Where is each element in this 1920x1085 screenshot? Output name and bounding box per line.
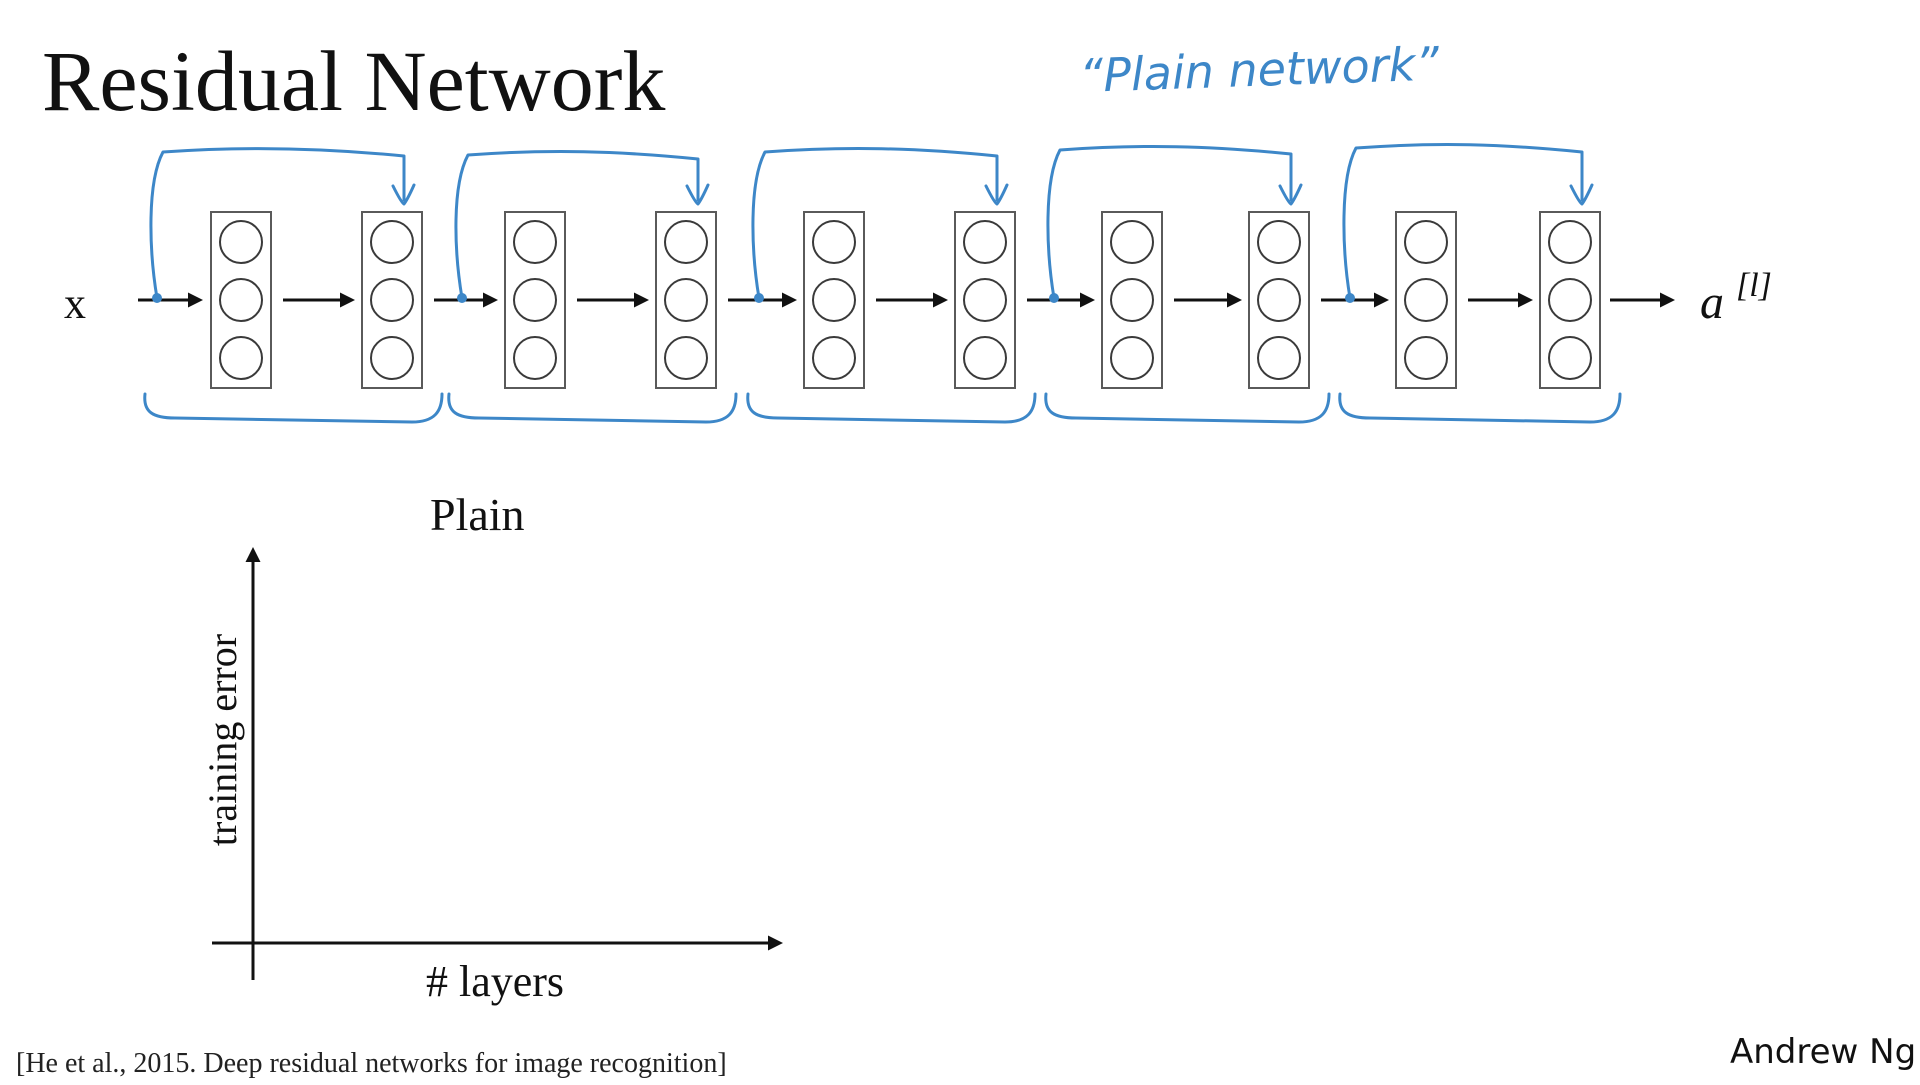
skip-connection-group — [149, 143, 1594, 303]
plot-title: Plain — [430, 489, 525, 540]
layer-2 — [361, 211, 423, 389]
neuron-node — [1110, 278, 1154, 322]
residual-block-brace — [447, 392, 738, 424]
skip-connection — [149, 147, 406, 300]
layer-3 — [504, 211, 566, 389]
output-label: a [l] — [1700, 267, 1772, 329]
skip-arrowhead — [1569, 183, 1594, 206]
neuron-node — [1110, 220, 1154, 264]
skip-origin-dot — [152, 293, 162, 303]
neuron-node — [1257, 336, 1301, 380]
layer-1 — [210, 211, 272, 389]
neuron-node — [664, 336, 708, 380]
output-label-base: a — [1700, 276, 1724, 329]
neuron-node — [370, 278, 414, 322]
neuron-node — [1110, 336, 1154, 380]
neuron-node — [664, 220, 708, 264]
skip-connection — [751, 147, 999, 300]
handwritten-annotation: “Plain network” — [1078, 36, 1441, 103]
layer-5 — [803, 211, 865, 389]
residual-block-brace — [1044, 392, 1331, 424]
neuron-node — [963, 336, 1007, 380]
skip-arrowhead — [984, 183, 1009, 206]
neuron-node — [219, 336, 263, 380]
layer-6 — [954, 211, 1016, 389]
layer-group — [210, 211, 1601, 389]
residual-block-brace — [143, 392, 444, 424]
skip-connection — [1046, 145, 1293, 300]
citation: [He et al., 2015. Deep residual networks… — [16, 1048, 727, 1079]
neuron-node — [1257, 220, 1301, 264]
neuron-node — [219, 278, 263, 322]
skip-arrowhead — [685, 183, 710, 206]
residual-block-brace — [1338, 392, 1622, 424]
neuron-node — [664, 278, 708, 322]
neuron-node — [370, 336, 414, 380]
skip-origin-dot — [754, 293, 764, 303]
neuron-node — [963, 220, 1007, 264]
skip-connection — [1342, 143, 1584, 300]
skip-origin-dot — [457, 293, 467, 303]
y-axis-label: training error — [200, 634, 245, 846]
neuron-node — [1548, 278, 1592, 322]
neuron-node — [513, 278, 557, 322]
neuron-node — [513, 220, 557, 264]
neuron-node — [1404, 336, 1448, 380]
neuron-node — [812, 336, 856, 380]
layer-8 — [1248, 211, 1310, 389]
slide-title: Residual Network — [42, 33, 665, 129]
neuron-node — [370, 220, 414, 264]
layer-4 — [655, 211, 717, 389]
input-label: x — [64, 279, 86, 328]
training-error-plot: Plain training error # layers — [200, 489, 783, 1006]
neuron-node — [1548, 220, 1592, 264]
block-brace-group — [143, 392, 1622, 424]
layer-7 — [1101, 211, 1163, 389]
output-label-superscript: [l] — [1736, 267, 1772, 304]
author-name: Andrew Ng — [1730, 1032, 1916, 1072]
neuron-node — [219, 220, 263, 264]
neuron-node — [1404, 278, 1448, 322]
neuron-node — [963, 278, 1007, 322]
neuron-node — [1404, 220, 1448, 264]
x-axis-label: # layers — [426, 957, 564, 1006]
residual-block-brace — [746, 392, 1037, 424]
neuron-node — [1257, 278, 1301, 322]
neuron-node — [513, 336, 557, 380]
layer-9 — [1395, 211, 1457, 389]
layer-10 — [1539, 211, 1601, 389]
skip-arrowhead — [391, 183, 416, 206]
neuron-node — [1548, 336, 1592, 380]
skip-origin-dot — [1345, 293, 1355, 303]
network-diagram: x a [l] — [64, 143, 1772, 424]
neuron-node — [812, 220, 856, 264]
skip-arrowhead — [1278, 183, 1303, 206]
skip-origin-dot — [1049, 293, 1059, 303]
skip-connection — [454, 150, 700, 300]
neuron-node — [812, 278, 856, 322]
